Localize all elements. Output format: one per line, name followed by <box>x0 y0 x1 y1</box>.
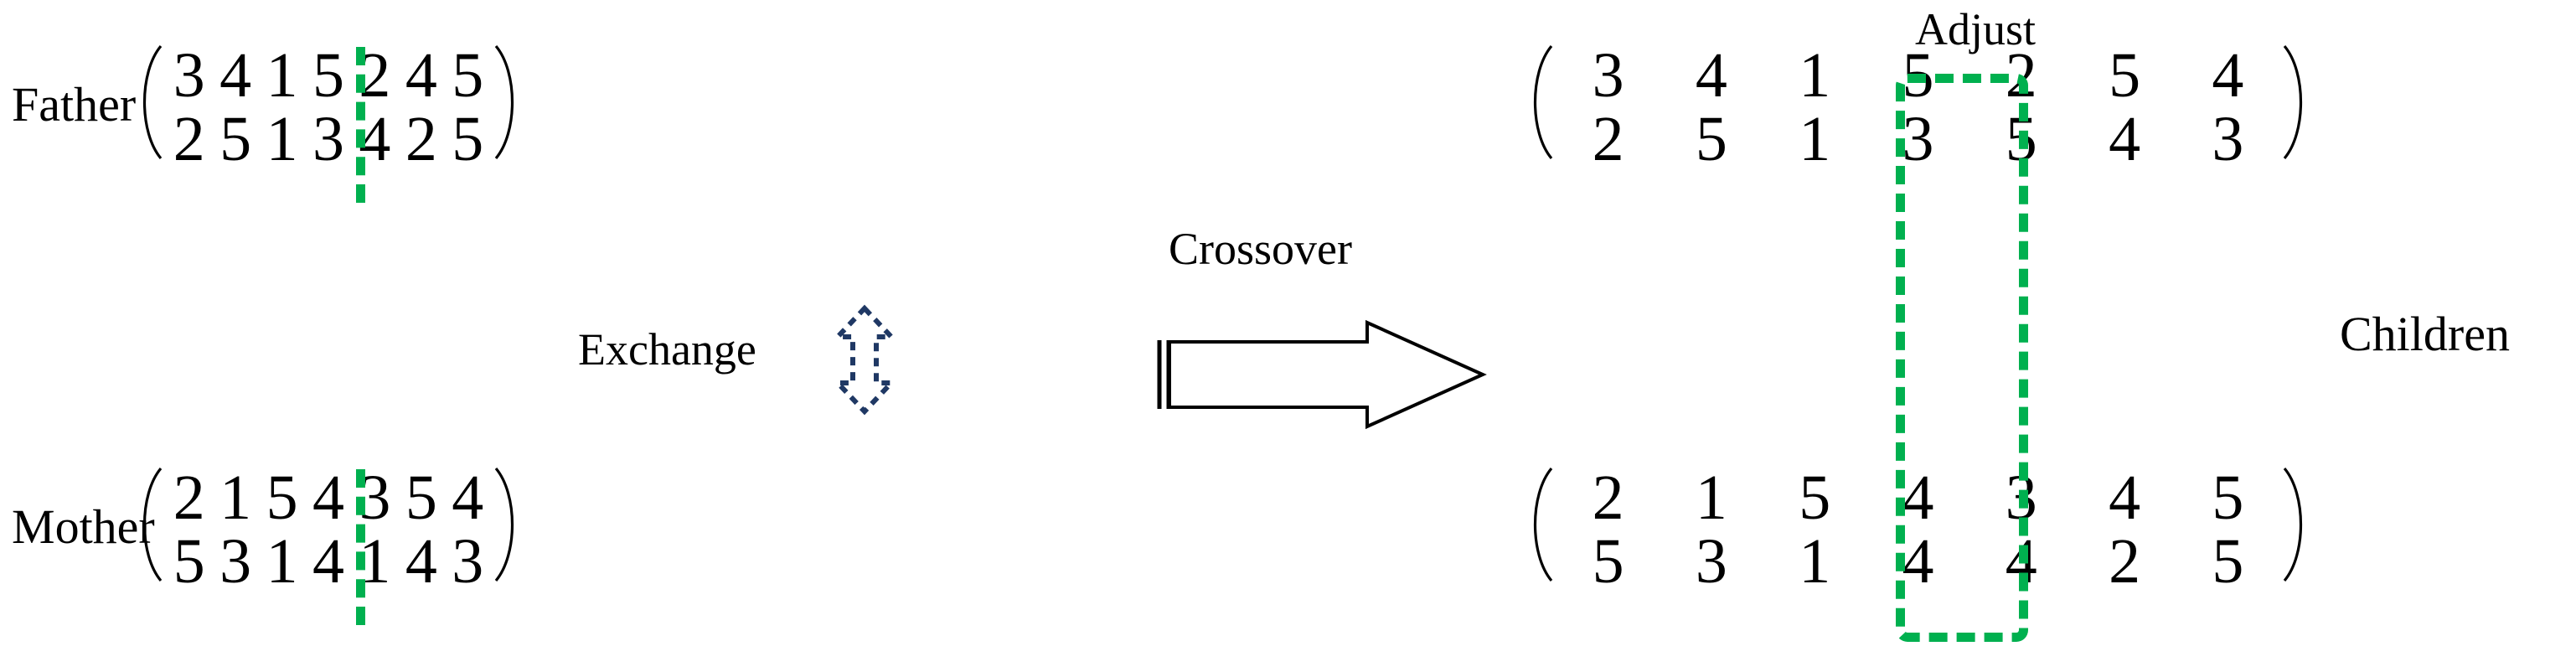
matrix-cell: 2 <box>405 104 437 174</box>
crossover-label: Crossover <box>1169 224 1352 274</box>
right-paren-icon <box>2279 44 2318 161</box>
matrix-cell: 4 <box>2212 40 2244 111</box>
left-paren-icon <box>1518 44 1556 161</box>
matrix-cell: 5 <box>1592 526 1624 597</box>
crossover-arrow-icon <box>1154 318 1489 432</box>
child-two-cells: 2 1 5 4 3 4 5 5 3 1 4 4 2 5 <box>1556 466 2279 593</box>
right-paren-icon <box>491 466 529 583</box>
matrix-cell: 3 <box>312 104 344 174</box>
matrix-cell: 3 <box>219 526 252 597</box>
matrix-cell: 4 <box>452 463 484 533</box>
matrix-cell: 5 <box>312 40 344 111</box>
matrix-cell: 4 <box>405 40 437 111</box>
matrix-cell: 3 <box>1592 40 1624 111</box>
matrix-cell: 4 <box>312 526 344 597</box>
child-one-row-1: 3 4 1 5 2 5 4 <box>1556 44 2279 107</box>
matrix-cell: 1 <box>266 104 298 174</box>
matrix-cell: 2 <box>2005 40 2037 111</box>
matrix-cell: 3 <box>1902 104 1934 174</box>
child-one-cells: 3 4 1 5 2 5 4 2 5 1 3 5 4 3 <box>1556 44 2279 171</box>
matrix-cell: 5 <box>2109 40 2141 111</box>
matrix-cell: 1 <box>359 526 391 597</box>
father-label: Father <box>12 77 137 132</box>
child-two-matrix: 2 1 5 4 3 4 5 5 3 1 4 4 2 5 <box>1518 466 2318 593</box>
mother-row-1: 2 1 5 4 3 5 4 <box>166 466 491 530</box>
matrix-cell: 5 <box>266 463 298 533</box>
child-two-row-1: 2 1 5 4 3 4 5 <box>1556 466 2279 530</box>
matrix-cell: 4 <box>1695 40 1727 111</box>
matrix-cell: 2 <box>2109 526 2141 597</box>
matrix-cell: 5 <box>1695 104 1727 174</box>
matrix-cell: 2 <box>359 40 391 111</box>
left-paren-icon <box>127 44 166 161</box>
matrix-cell: 4 <box>2005 526 2037 597</box>
mother-row-2: 5 3 1 4 1 4 3 <box>166 530 491 593</box>
matrix-cell: 4 <box>1902 463 1934 533</box>
father-cells: 3 4 1 5 2 4 5 2 5 1 3 4 2 5 <box>166 44 491 171</box>
exchange-arrow-icon <box>829 303 900 416</box>
adjust-label: Adjust <box>1915 4 2037 54</box>
left-paren-icon <box>127 466 166 583</box>
matrix-cell: 4 <box>405 526 437 597</box>
matrix-cell: 2 <box>1592 463 1624 533</box>
matrix-cell: 4 <box>1902 526 1934 597</box>
matrix-cell: 5 <box>2212 526 2244 597</box>
matrix-cell: 5 <box>2005 104 2037 174</box>
matrix-cell: 1 <box>1799 104 1831 174</box>
matrix-cell: 4 <box>2109 463 2141 533</box>
matrix-cell: 3 <box>2005 463 2037 533</box>
matrix-cell: 5 <box>173 526 205 597</box>
matrix-cell: 4 <box>2109 104 2141 174</box>
matrix-cell: 4 <box>219 40 252 111</box>
matrix-cell: 3 <box>1695 526 1727 597</box>
mother-label: Mother <box>12 499 155 554</box>
father-matrix: 3 4 1 5 2 4 5 2 5 1 3 4 2 5 <box>127 44 529 171</box>
matrix-cell: 5 <box>219 104 252 174</box>
matrix-cell: 5 <box>2212 463 2244 533</box>
matrix-cell: 4 <box>359 104 391 174</box>
matrix-cell: 5 <box>1799 463 1831 533</box>
right-paren-icon <box>491 44 529 161</box>
matrix-cell: 2 <box>173 104 205 174</box>
matrix-cell: 3 <box>359 463 391 533</box>
matrix-cell: 2 <box>1592 104 1624 174</box>
matrix-cell: 2 <box>173 463 205 533</box>
matrix-cell: 3 <box>173 40 205 111</box>
matrix-cell: 3 <box>2212 104 2244 174</box>
right-paren-icon <box>2279 466 2318 583</box>
matrix-cell: 4 <box>312 463 344 533</box>
matrix-cell: 1 <box>1799 40 1831 111</box>
matrix-cell: 1 <box>219 463 252 533</box>
child-two-row-2: 5 3 1 4 4 2 5 <box>1556 530 2279 593</box>
matrix-cell: 1 <box>1695 463 1727 533</box>
matrix-cell: 3 <box>452 526 484 597</box>
matrix-cell: 5 <box>1902 40 1934 111</box>
exchange-label: Exchange <box>578 324 756 375</box>
left-paren-icon <box>1518 466 1556 583</box>
father-row-2: 2 5 1 3 4 2 5 <box>166 107 491 171</box>
father-row-1: 3 4 1 5 2 4 5 <box>166 44 491 107</box>
mother-cells: 2 1 5 4 3 5 4 5 3 1 4 1 4 3 <box>166 466 491 593</box>
child-one-matrix: 3 4 1 5 2 5 4 2 5 1 3 5 4 3 <box>1518 44 2318 171</box>
matrix-cell: 1 <box>266 526 298 597</box>
matrix-cell: 5 <box>452 40 484 111</box>
matrix-cell: 5 <box>405 463 437 533</box>
children-label: Children <box>2340 307 2510 361</box>
matrix-cell: 1 <box>266 40 298 111</box>
mother-matrix: 2 1 5 4 3 5 4 5 3 1 4 1 4 3 <box>127 466 529 593</box>
matrix-cell: 1 <box>1799 526 1831 597</box>
matrix-cell: 5 <box>452 104 484 174</box>
child-one-row-2: 2 5 1 3 5 4 3 <box>1556 107 2279 171</box>
